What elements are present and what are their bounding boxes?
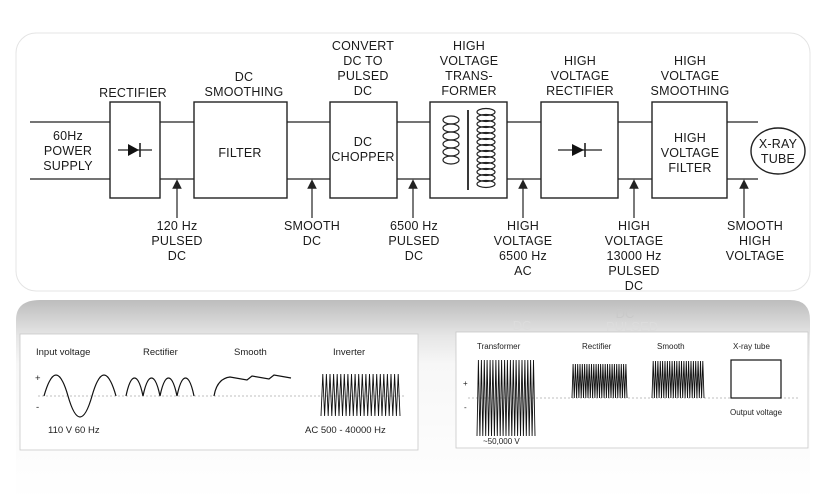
br-minus-sign: - [464,403,467,412]
label-hv-ac-line3: 6500 Hz [499,249,547,263]
bl-title-rectifier: Rectifier [143,347,178,358]
hv-rectifier-header-line1: HIGH [564,54,596,68]
bus-lines [30,121,758,180]
input-label-line1: 60Hz [53,129,83,143]
transformer-header-line1: HIGH [453,39,485,53]
bl-inverter-caption: AC 500 - 40000 Hz [305,425,386,436]
chopper-header-line4: DC [354,84,372,98]
label-smooth-dc-line2: DC [303,234,321,248]
chopper-header-line1: CONVERT [332,39,394,53]
label-hv-ac-line2: VOLTAGE [494,234,553,248]
label-smooth-hv-line2: HIGH [739,234,771,248]
diode-icon [118,143,152,157]
bl-input-caption: 110 V 60 Hz [48,425,100,436]
bottom-left-card [19,333,419,451]
label-hv-ac-line4: AC [514,264,532,278]
br-title-smooth: Smooth [657,342,685,351]
diode-icon [558,143,602,157]
br-title-transformer: Transformer [477,342,521,351]
top-panel [15,32,811,292]
xray-tube-icon [750,127,806,175]
transformer-coil-icon [442,107,496,190]
hv-rectifier-header-line2: VOLTAGE [551,69,610,83]
label-smooth-dc-line1: SMOOTH [284,219,340,233]
xray-tube-label-line1: X-RAY [759,137,798,151]
hv-filter-header-line3: SMOOTHING [651,84,730,98]
input-label-line3: SUPPLY [43,159,93,173]
chopper-body-line2: CHOPPER [331,150,394,164]
hv-filter-header-line1: HIGH [674,54,706,68]
bl-minus-sign: - [36,402,39,413]
label-hv-pulsed-line3: 13000 Hz [606,249,661,263]
br-output-caption: Output voltage [730,408,783,417]
label-hv-pulsed-line1: HIGH [618,219,650,233]
transformer-wave [476,359,536,437]
label-6500hz-line1: 6500 Hz [390,219,438,233]
label-120hz-line3: DC [168,249,186,263]
hv-rectified-wave [571,363,628,399]
br-title-xray-tube: X-ray tube [733,342,770,351]
label-hv-pulsed-line5: DC [625,279,643,293]
hv-filter-body-line1: HIGH [674,131,706,145]
hv-filter-body-line3: FILTER [668,161,711,175]
hv-filter-body-line2: VOLTAGE [661,146,720,160]
label-hv-pulsed-line2: VOLTAGE [605,234,664,248]
hv-filter-header-line2: VOLTAGE [661,69,720,83]
xray-tube-label-line2: TUBE [761,152,795,166]
br-title-rectifier: Rectifier [582,342,612,351]
ghost-text-dc: DC [513,318,532,333]
ghost-text-pulsed: PULSED [606,319,658,334]
dc-chopper-block [329,101,398,199]
bl-title-inverter: Inverter [333,347,365,358]
label-hv-pulsed-line4: PULSED [608,264,659,278]
filter-block [193,101,288,199]
sine-wave [43,374,117,418]
ghost-text-dc-top: DC [616,306,635,321]
label-120hz-line1: 120 Hz [157,219,198,233]
bl-plus-sign: + [35,373,41,384]
filter-body: FILTER [218,146,261,160]
transformer-header-line4: FORMER [441,84,496,98]
label-120hz-line2: PULSED [151,234,202,248]
hv-filter-block [651,101,728,199]
label-6500hz-line3: DC [405,249,423,263]
br-plus-sign: + [463,379,468,388]
br-transformer-caption: ~50,000 V [483,437,520,446]
input-label-line2: POWER [44,144,92,158]
bl-title-smooth: Smooth [234,347,267,358]
chopper-header-line3: PULSED [337,69,388,83]
label-smooth-hv-line3: VOLTAGE [726,249,785,263]
transformer-header-line3: TRANS- [445,69,493,83]
inverter-wave [320,373,401,417]
signal-arrows [172,179,749,218]
label-hv-ac-line1: HIGH [507,219,539,233]
smooth-wave [213,374,292,397]
label-6500hz-line2: PULSED [388,234,439,248]
transformer-header-line2: VOLTAGE [440,54,499,68]
filter-header-line2: SMOOTHING [205,85,284,99]
filter-header-line1: DC [235,70,253,84]
hv-rectifier-header-line3: RECTIFIER [546,84,614,98]
rectified-wave [125,377,195,397]
rectifier-header: RECTIFIER [99,86,167,100]
label-smooth-hv-line1: SMOOTH [727,219,783,233]
hv-smooth-wave [651,360,705,399]
chopper-body-line1: DC [354,135,372,149]
xray-tube-output-wave [730,359,782,399]
chopper-header-line2: DC TO [343,54,383,68]
bl-title-input-voltage: Input voltage [36,347,90,358]
